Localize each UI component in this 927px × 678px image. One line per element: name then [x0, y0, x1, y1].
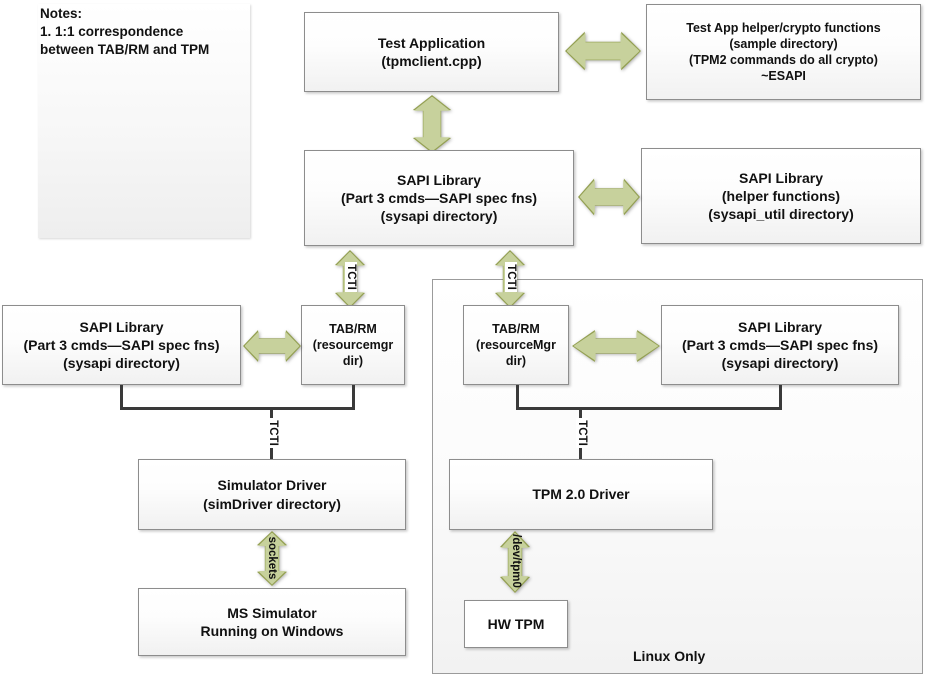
box-hw-tpm[interactable]: HW TPM [464, 600, 568, 648]
connector-left-bus [120, 407, 355, 410]
arrow-sockets [254, 531, 290, 586]
box-simulator-driver[interactable]: Simulator Driver (simDriver directory) [138, 459, 406, 530]
notes-panel [38, 4, 250, 238]
box-sapi-library-helper[interactable]: SAPI Library (helper functions) (sysapi_… [641, 148, 921, 244]
label-dev-tpm0: /dev/tpm0 [510, 534, 522, 588]
box-sapi-library-main[interactable]: SAPI Library (Part 3 cmds—SAPI spec fns)… [304, 150, 574, 246]
box-tpm-driver[interactable]: TPM 2.0 Driver [449, 459, 713, 530]
arrow-testapp-to-helper [565, 28, 641, 74]
connector-left-sapi-stub [120, 385, 123, 409]
arrow-testapp-to-sapi [409, 95, 455, 153]
connector-right-bus [516, 407, 782, 410]
label-tcti-left: TCTI [345, 262, 357, 292]
linux-only-label: Linux Only [633, 648, 706, 664]
connector-left-tabrm-stub [352, 385, 355, 409]
label-sockets: sockets [266, 536, 278, 580]
label-tcti-bottom-right: TCTI [576, 418, 588, 448]
box-tabrm-left[interactable]: TAB/RM (resourcemgr dir) [301, 305, 405, 385]
arrow-dev-tpm0 [497, 531, 533, 593]
box-sapi-library-right[interactable]: SAPI Library (Part 3 cmds—SAPI spec fns)… [661, 305, 899, 385]
notes-text: Notes: 1. 1:1 correspondence between TAB… [40, 6, 210, 57]
connector-right-tabrm-stub [516, 385, 519, 409]
label-tcti-right: TCTI [505, 262, 517, 292]
box-ms-simulator[interactable]: MS Simulator Running on Windows [138, 588, 406, 656]
connector-right-sapi-stub [779, 385, 782, 409]
label-tcti-bottom-left: TCTI [267, 418, 279, 448]
arrow-sapi-left-to-tabrm-left [243, 327, 301, 365]
arrow-sapi-to-sapi-helper [578, 175, 640, 219]
box-tabrm-right[interactable]: TAB/RM (resourceMgr dir) [463, 305, 569, 385]
box-test-app-helper-crypto[interactable]: Test App helper/crypto functions (sample… [646, 4, 921, 100]
arrow-tabrm-right-to-sapi-right [572, 327, 660, 365]
box-sapi-library-left[interactable]: SAPI Library (Part 3 cmds—SAPI spec fns)… [2, 305, 241, 385]
box-test-application[interactable]: Test Application (tpmclient.cpp) [304, 12, 559, 92]
